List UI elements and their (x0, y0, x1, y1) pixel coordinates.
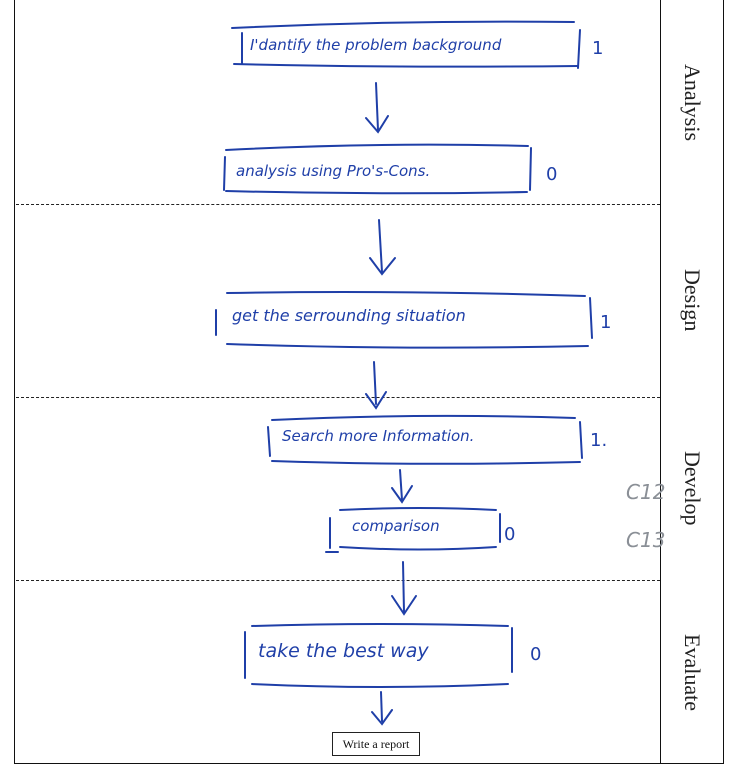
pencil-note-2: C13 (626, 528, 666, 552)
arrow-5 (391, 561, 417, 616)
step-score-4: 1. (590, 430, 608, 451)
step-text-2: analysis using Pro's-Cons. (236, 162, 431, 180)
step-score-1: 1 (592, 38, 604, 59)
phase-label-develop: Develop (680, 451, 705, 526)
step-score-2: 0 (546, 164, 558, 185)
step-box-2 (223, 156, 226, 191)
phase-label-analysis: Analysis (680, 63, 705, 141)
phase-label-design: Design (680, 269, 705, 332)
arrow-1 (365, 82, 389, 134)
step-score-3: 1 (600, 312, 612, 333)
phase-separator-3 (16, 580, 660, 581)
arrow-2 (369, 219, 396, 276)
phase-column-divider (660, 0, 661, 764)
final-step-box: Write a report (332, 732, 420, 756)
step-text-4: Search more Information. (282, 427, 475, 445)
step-text-1: I'dantify the problem background (250, 36, 502, 54)
phase-label-evaluate: Evaluate (680, 633, 705, 711)
arrow-4 (391, 469, 413, 504)
pencil-note-1: C12 (626, 480, 666, 504)
step-box-4 (267, 426, 271, 457)
step-text-3: get the serrounding situation (232, 306, 466, 325)
arrow-6 (371, 691, 393, 726)
phase-separator-1 (16, 204, 660, 205)
final-step-label: Write a report (342, 736, 410, 751)
step-text-6: take the best way (258, 640, 429, 662)
step-score-6: 0 (530, 644, 542, 665)
arrow-3 (365, 361, 387, 410)
step-score-5: 0 (504, 524, 516, 545)
diagram-frame (14, 0, 724, 764)
step-text-5: comparison (352, 517, 440, 535)
phase-separator-2 (16, 397, 660, 398)
